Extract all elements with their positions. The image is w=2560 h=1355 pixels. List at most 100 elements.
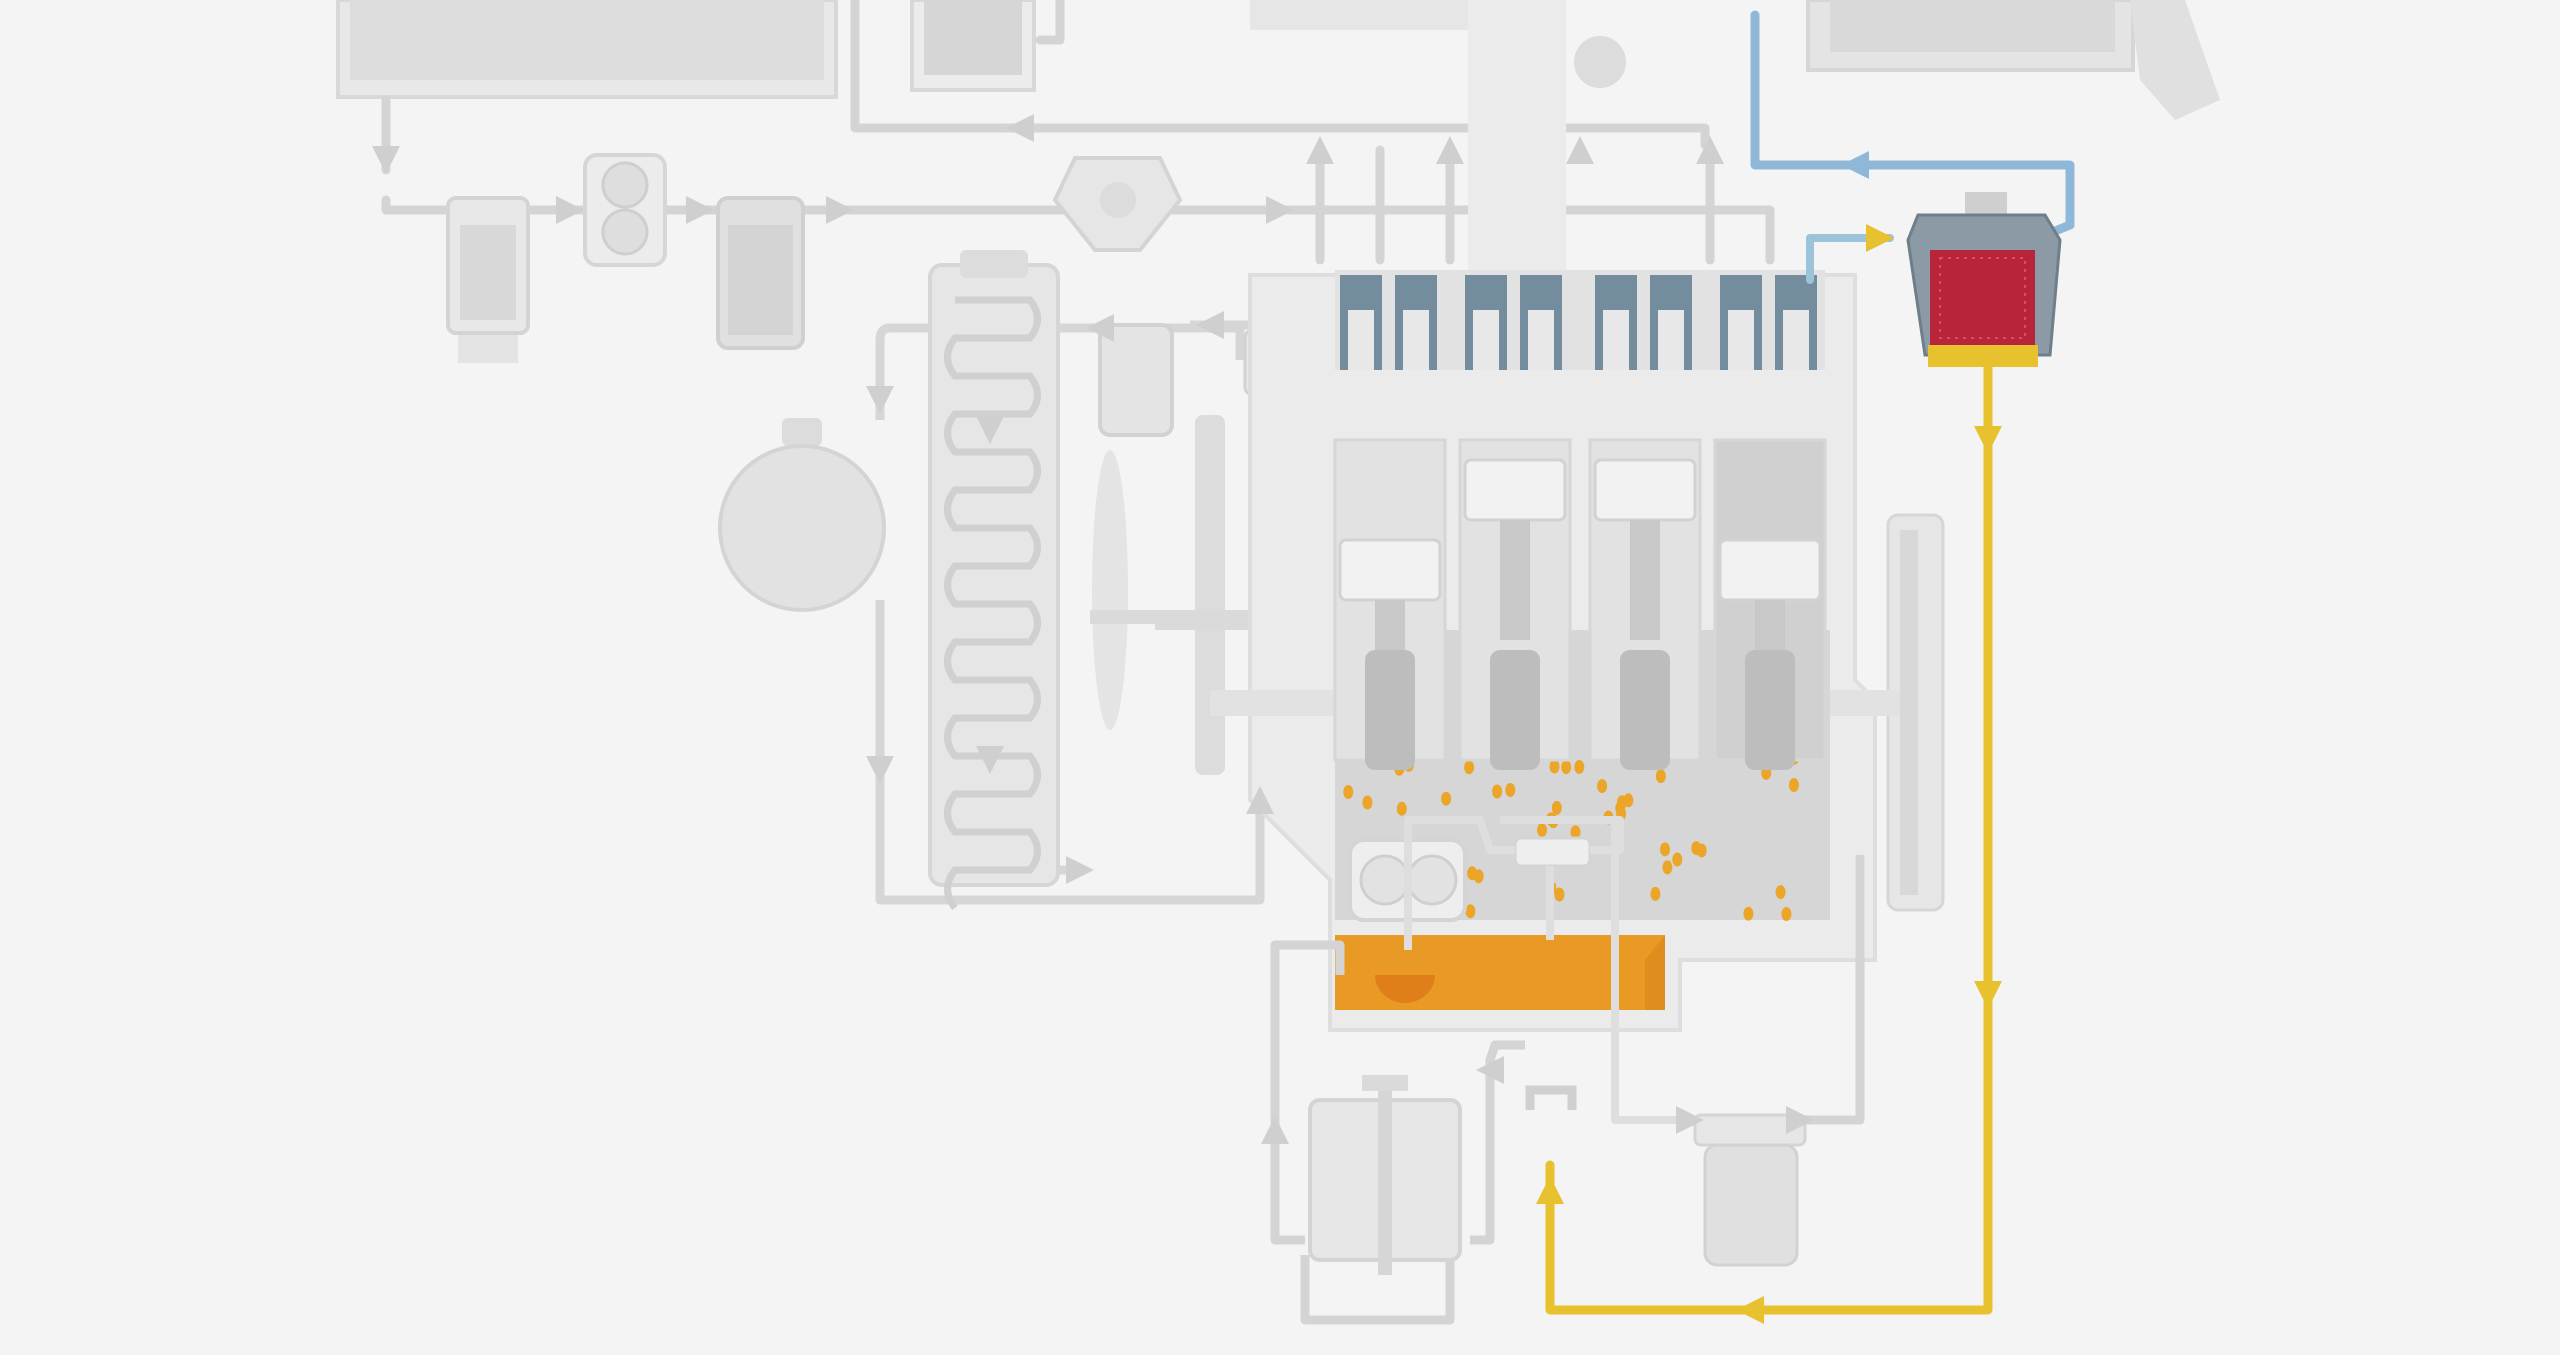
flow-arrow-gray [1261, 1116, 1289, 1144]
flow-arrow-gray [1696, 136, 1724, 164]
radiator-fan [1090, 450, 1160, 730]
oil-drop [1343, 785, 1354, 799]
flow-arrow-gray [556, 196, 584, 224]
flow-arrow-oil [1974, 426, 2002, 454]
oil-drop [1467, 866, 1478, 881]
oil-drop [1662, 860, 1673, 875]
oil-drop [1743, 906, 1754, 921]
oil-drop [1570, 825, 1581, 840]
coolant-expansion-tank [718, 418, 886, 612]
flow-arrow-oil [1736, 1296, 1764, 1324]
coolant-filter [1098, 323, 1174, 437]
valve-spring [1473, 310, 1499, 370]
oil-drop [1492, 784, 1503, 799]
flow-arrow-gray [976, 746, 1004, 774]
oil-return-line [1545, 363, 1993, 1315]
flow-arrow-gray [826, 196, 854, 224]
piston [1593, 458, 1697, 522]
flow-arrow-gray [1306, 136, 1334, 164]
flow-arrows [372, 114, 2002, 1324]
cylinder-2 [1458, 275, 1572, 770]
oil-drop [1505, 783, 1516, 797]
oil-return-stub [1525, 1085, 1577, 1110]
crank-throw [1365, 650, 1415, 770]
connecting-rod [1630, 520, 1660, 640]
flow-arrow-gray [1066, 856, 1094, 884]
oil-pump [1348, 838, 1467, 1003]
cylinders [1333, 275, 1827, 770]
flow-arrow-gray [372, 146, 400, 174]
piston [1463, 458, 1567, 522]
fuel-tank [336, 0, 838, 99]
coolant-inlet-line [1806, 234, 1894, 284]
fuel-prefilter [446, 196, 530, 363]
crank-throw [1745, 650, 1795, 770]
oil-pressure-relief-valve [1513, 836, 1592, 868]
oil-drop [1574, 760, 1585, 774]
oil-drop [1650, 886, 1661, 901]
oil-drop [1597, 779, 1608, 794]
cylinder-4 [1713, 275, 1827, 770]
valve-spring [1603, 310, 1629, 370]
flow-arrow-oil [1866, 224, 1894, 252]
flow-arrow-gray [1266, 196, 1294, 224]
valve-spring [1528, 310, 1554, 370]
intake-manifold [1468, 0, 1566, 270]
oil-drop [1465, 904, 1476, 919]
flow-arrow-gray [1246, 786, 1274, 814]
flow-arrow-gray [1436, 136, 1464, 164]
piston [1338, 538, 1442, 602]
oil-drop [1788, 778, 1799, 792]
flow-arrow-oil [1974, 981, 2002, 1009]
oil-drop [1781, 907, 1792, 921]
oil-filter [1906, 192, 2062, 367]
oil-drop [1549, 759, 1560, 774]
flow-arrow-gray [866, 386, 894, 414]
flow-arrow-gray [866, 756, 894, 784]
oil-drop [1441, 791, 1452, 806]
crank-throw [1490, 650, 1540, 770]
flow-arrow-gray [976, 416, 1004, 444]
flow-arrow-oil [1536, 1176, 1564, 1204]
internal-oil-lines [1404, 816, 1690, 1124]
fuel-feed-pump [583, 153, 667, 267]
centrifugal-oil-filter [1308, 1075, 1462, 1275]
flow-arrow-gray [1676, 1106, 1704, 1134]
radiator [928, 250, 1060, 911]
cylinder-1 [1333, 275, 1447, 770]
oil-lines-gray [1270, 855, 1865, 1325]
fuel-lines [381, 0, 1775, 265]
cylinder-3 [1588, 275, 1702, 770]
valve-spring [1783, 310, 1809, 370]
oil-sump-edge [1645, 935, 1665, 1010]
flow-arrow-gray [1006, 114, 1034, 142]
oil-drop [1396, 801, 1407, 816]
oil-drop [1655, 769, 1666, 784]
fuel-injection-pump [1052, 156, 1183, 252]
flow-arrow-gray [1086, 314, 1114, 342]
fuel-main-filter [716, 196, 805, 350]
expansion-box [910, 0, 1036, 92]
connecting-rod [1500, 520, 1530, 640]
oil-drop [1623, 793, 1634, 808]
flow-arrow-gray [686, 196, 714, 224]
coolant-return-line [1750, 10, 2075, 240]
oil-drop [1554, 887, 1565, 902]
oil-drop [1775, 885, 1786, 900]
flow-arrow-gray [1566, 136, 1594, 164]
bypass-oil-filter [1693, 1113, 1807, 1267]
oil-drop [1691, 841, 1702, 856]
intercooler [1806, 0, 2135, 72]
crank-throw [1620, 650, 1670, 770]
oil-drop [1537, 823, 1547, 838]
valve-spring [1403, 310, 1429, 370]
highlight-flows [1545, 10, 2075, 1315]
flow-arrow-gray [1476, 1056, 1504, 1084]
flow-arrow-coolant [1841, 151, 1869, 179]
flow-arrow-gray [1786, 1106, 1814, 1134]
oil-drop [1561, 760, 1572, 775]
oil-drop [1362, 795, 1373, 810]
valve-spring [1728, 310, 1754, 370]
exhaust-outlet [2130, 0, 2220, 120]
